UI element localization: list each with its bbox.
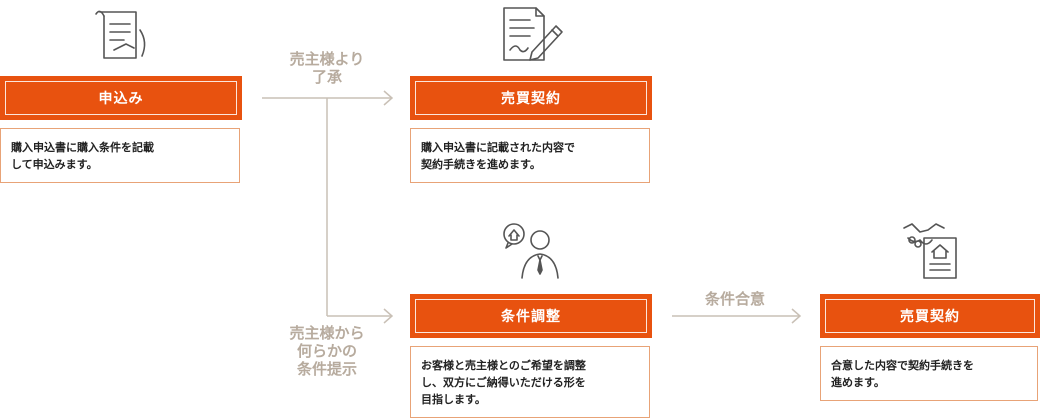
connector-label-bottom: 売主様から 何らかの 条件提示 [289, 324, 365, 378]
step-title-final-contract: 売買契約 [820, 294, 1040, 338]
step-desc-application: 購入申込書に購入条件を記載 して申込みます。 [0, 128, 240, 183]
connector-top-arrow [383, 90, 394, 106]
connector-right-arrow [791, 308, 802, 324]
contract-signing-icon [503, 7, 563, 61]
connector-label-right: 条件合意 [704, 290, 765, 308]
step-title-negotiation: 条件調整 [410, 294, 652, 338]
step-desc-final-contract: 合意した内容で契約手続きを 進めます。 [820, 346, 1038, 401]
handshake-contract-icon [903, 223, 957, 279]
step-desc-negotiation: お客様と売主様とのご希望を調整 し、双方にご納得いただける形を 目指します。 [410, 346, 650, 418]
step-desc-contract: 購入申込書に記載された内容で 契約手続きを進めます。 [410, 128, 650, 183]
application-document-icon [95, 10, 146, 59]
step-title-contract: 売買契約 [410, 76, 652, 120]
connector-label-top: 売主様より 了承 [289, 50, 365, 86]
connector-bottom-arrow [383, 308, 394, 324]
consultation-person-icon [503, 223, 559, 279]
step-title-application: 申込み [0, 76, 242, 120]
